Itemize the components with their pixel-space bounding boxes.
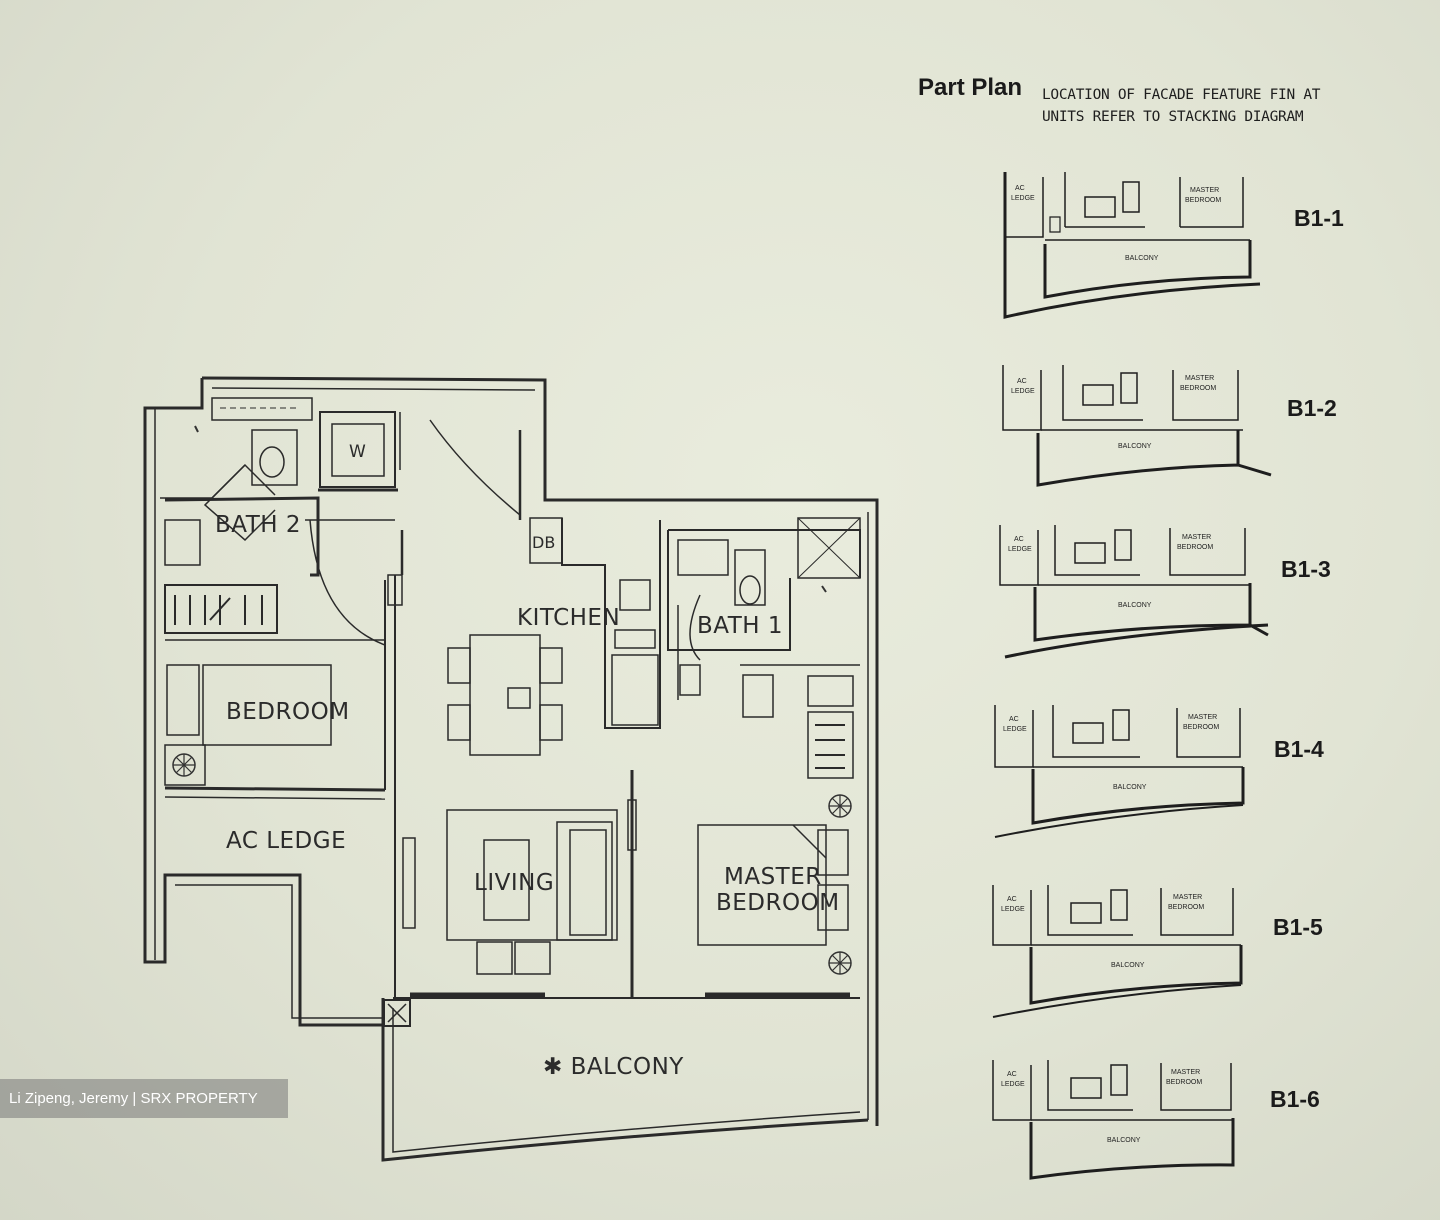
unit-label-b1-6: B1-6 [1270,1086,1320,1112]
mini-balcony-label: BALCONY [1107,1137,1141,1144]
mini-ac-label-1: AC [1007,896,1017,903]
mini-plan-b1-4: AC LEDGE MASTER BEDROOM BALCONY [994,705,1245,838]
mini-ac-label-1: AC [1009,716,1019,723]
part-plan-note: LOCATION OF FACADE FEATURE FIN AT UNITS … [1042,87,1321,125]
mini-master-label-1: MASTER [1182,534,1211,541]
mini-master-label-2: BEDROOM [1166,1079,1202,1086]
mini-master-label-1: MASTER [1173,894,1202,901]
mini-plan-b1-3: AC LEDGE MASTER BEDROOM BALCONY [999,525,1269,659]
room-label-master-1: MASTER [724,864,822,890]
mini-master-label-1: MASTER [1188,714,1217,721]
mini-balcony-label: BALCONY [1113,784,1147,791]
mini-plan-b1-5: AC LEDGE MASTER BEDROOM BALCONY [992,885,1243,1018]
mini-ac-label-2: LEDGE [1001,1081,1025,1088]
unit-label-b1-5: B1-5 [1273,914,1323,940]
room-label-master-2: BEDROOM [716,890,840,916]
mini-plan-b1-2: AC LEDGE MASTER BEDROOM BALCONY [1002,365,1272,487]
unit-label-b1-3: B1-3 [1281,556,1331,582]
main-floor-plan [143,376,879,1162]
watermark: Li Zipeng, Jeremy | SRX PROPERTY [0,1079,288,1118]
mini-ac-label-1: AC [1017,378,1027,385]
mini-master-label-2: BEDROOM [1185,197,1221,204]
mini-master-label-2: BEDROOM [1183,724,1219,731]
mini-balcony-label: BALCONY [1111,962,1145,969]
mini-plan-b1-1: AC LEDGE MASTER BEDROOM BALCONY [1003,172,1261,319]
mini-plan-b1-6: AC LEDGE MASTER BEDROOM BALCONY [992,1060,1235,1180]
unit-label-b1-1: B1-1 [1294,205,1344,231]
room-label-bedroom: BEDROOM [226,699,350,725]
mini-ac-label-2: LEDGE [1001,906,1025,913]
mini-master-label-2: BEDROOM [1177,544,1213,551]
room-label-living: LIVING [474,870,554,896]
mini-ac-label-1: AC [1007,1071,1017,1078]
mini-ac-label-2: LEDGE [1011,388,1035,395]
mini-balcony-label: BALCONY [1125,255,1159,262]
room-label-ac-ledge: AC LEDGE [226,828,346,854]
part-plan-title: Part Plan [918,74,1023,101]
mini-ac-label-1: AC [1015,185,1025,192]
mini-balcony-label: BALCONY [1118,602,1152,609]
unit-label-b1-4: B1-4 [1274,736,1324,762]
mini-master-label-1: MASTER [1185,375,1214,382]
mini-ac-label-1: AC [1014,536,1024,543]
room-label-db: DB [532,533,555,552]
room-label-bath-2: BATH 2 [215,512,301,538]
mini-master-label-2: BEDROOM [1168,904,1204,911]
mini-master-label-2: BEDROOM [1180,385,1216,392]
unit-label-b1-2: B1-2 [1287,395,1337,421]
mini-ac-label-2: LEDGE [1003,726,1027,733]
room-label-bath-1: BATH 1 [697,613,783,639]
room-label-washer: W [349,442,366,462]
mini-master-label-1: MASTER [1190,187,1219,194]
mini-ac-label-2: LEDGE [1011,195,1035,202]
room-label-kitchen: KITCHEN [517,605,620,631]
mini-ac-label-2: LEDGE [1008,546,1032,553]
mini-balcony-label: BALCONY [1118,443,1152,450]
mini-master-label-1: MASTER [1171,1069,1200,1076]
room-label-balcony: ✱ BALCONY [543,1054,684,1080]
